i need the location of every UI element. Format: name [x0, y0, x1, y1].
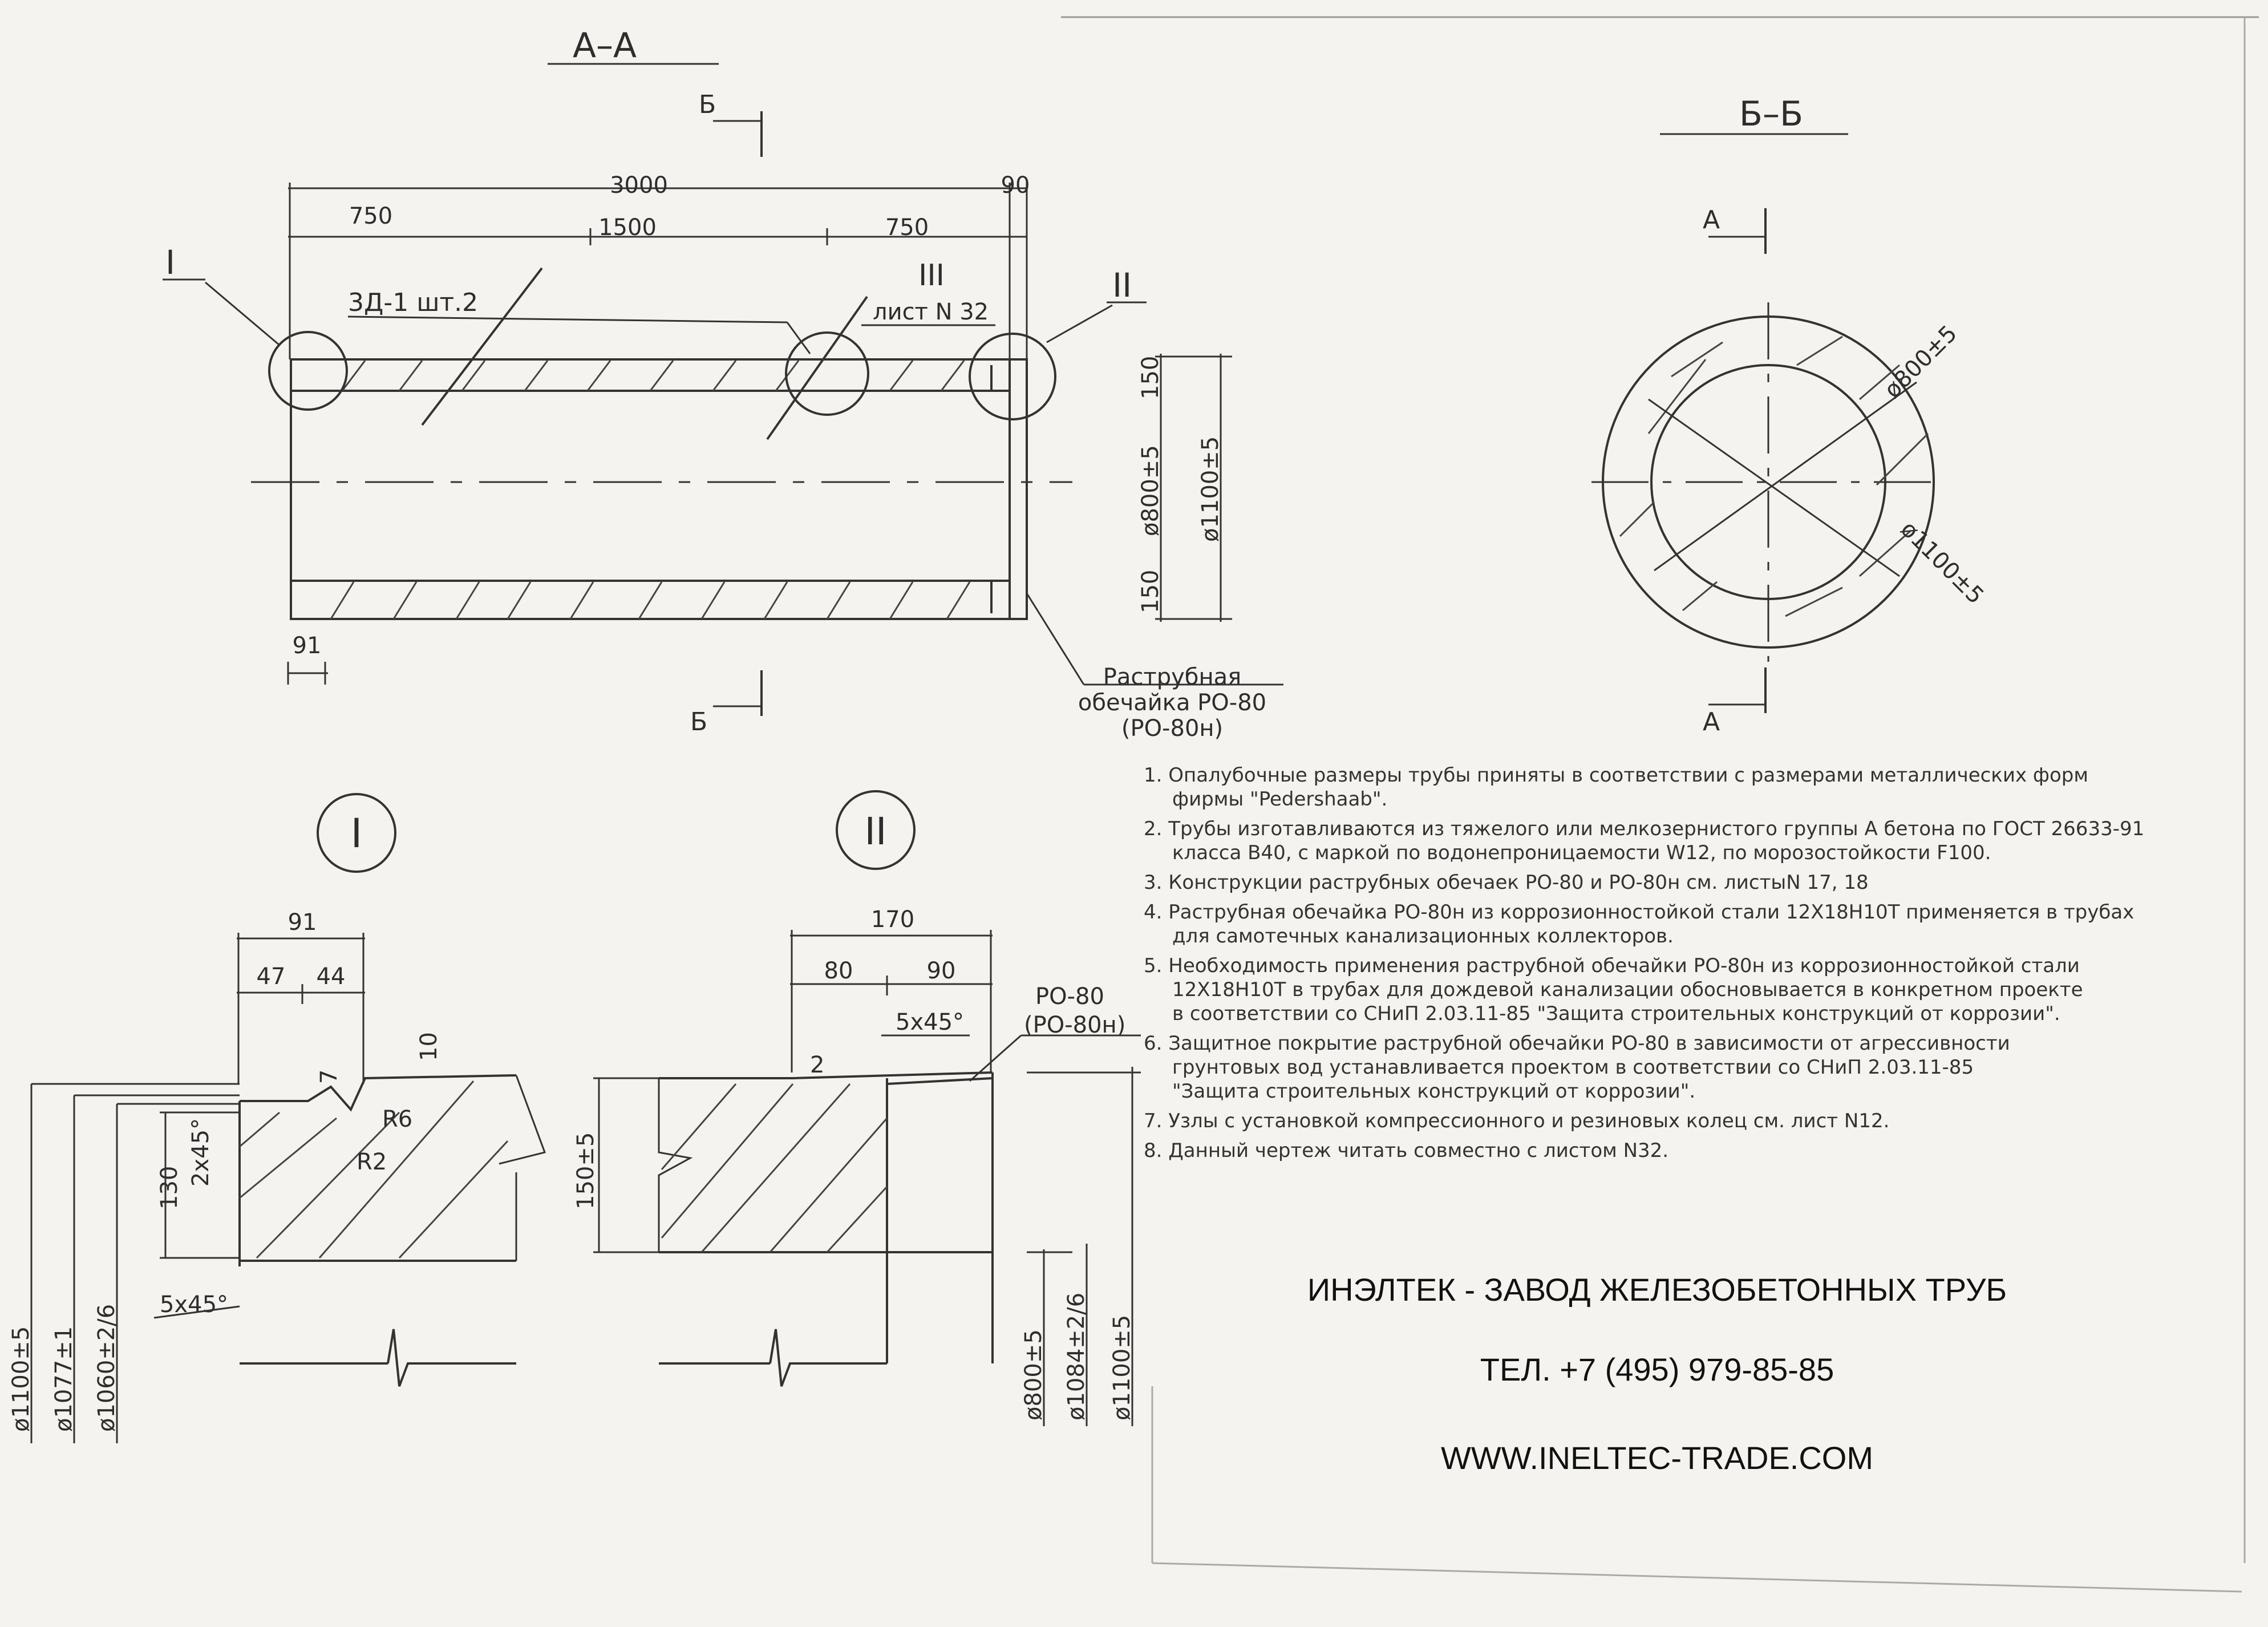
detail-ii-top-dims: 170 80 90: [790, 906, 993, 1072]
detail-ii-profile: [658, 1071, 994, 1387]
detail-i-small7: 7: [316, 1070, 342, 1084]
callouts-aa: I 3Д-1 шт.2 III лист N 32 II: [163, 243, 1147, 354]
detail-ii-chamfer: 5x45°: [896, 1009, 964, 1035]
detail-i-w2: 44: [317, 964, 346, 990]
detail-ii-small2: 2: [810, 1052, 824, 1078]
detail-ii-diameters: ø800±5 ø1084±2/6 ø1100±5: [1020, 1067, 1141, 1426]
pipe-cross-section: [1591, 302, 1945, 662]
dim-outer-diameter: ø1100±5: [1197, 436, 1224, 542]
company-website: WWW.INELTEC-TRADE.COM: [1441, 1440, 1873, 1476]
detail-i-d3: ø1060±2/6: [94, 1304, 120, 1432]
note-line: 6. Защитное покрытие раструбной обечайки…: [1144, 1032, 2010, 1055]
section-aa: А–А Б Б 3000 90 750 1500 750: [163, 26, 1283, 742]
bell-label: Раструбная обечайка РО-80 (РО-80н): [1026, 593, 1283, 742]
section-aa-title: А–А: [573, 26, 637, 66]
dim-inner-diameter: ø800±5: [1137, 445, 1164, 536]
detail-i-r6: R6: [382, 1106, 412, 1132]
note-line: в соответствии со СНиП 2.03.11-85 "Защит…: [1172, 1002, 2060, 1025]
cut-mark-bottom: Б: [690, 670, 763, 736]
note-line: 2. Трубы изготавливаются из тяжелого или…: [1144, 817, 2144, 840]
dim-bottom-offset-group: 91: [287, 633, 328, 685]
detail-i-top-dims: 91 47 44: [237, 909, 365, 1084]
note-line: 4. Раструбная обечайка РО-80н из коррози…: [1144, 901, 2134, 924]
note-line: "Защита строительных конструкций от корр…: [1172, 1080, 1695, 1103]
note-line: фирмы "Pedershaab".: [1172, 788, 1387, 811]
detail-i-d2: ø1077±1: [51, 1326, 77, 1432]
detail-ii-circle: [969, 333, 1056, 420]
company-phone: ТЕЛ. +7 (495) 979-85-85: [1480, 1351, 1834, 1387]
note-line: 8. Данный чертеж читать совместно с лист…: [1144, 1139, 1668, 1162]
detail-i-small10: 10: [416, 1032, 442, 1061]
detail-i-diameters: ø1100±5 ø1077±1 ø1060±2/6: [8, 1083, 240, 1443]
detail-ii-title: II: [865, 810, 887, 853]
detail-i-labels: R6 R2 7 10 2x45° 130 5x45°: [153, 1032, 442, 1319]
dim-end-gap: 90: [1001, 172, 1030, 199]
callout-node-iii: III: [918, 258, 945, 293]
detail-ii-d2: ø1084±2/6: [1063, 1293, 1090, 1420]
detail-i-height: 130: [156, 1166, 183, 1209]
detail-ii-d1: ø800±5: [1020, 1329, 1047, 1420]
cut-mark-label: Б: [690, 707, 707, 736]
general-notes: 1. Опалубочные размеры трубы приняты в с…: [1144, 764, 2144, 1162]
detail-ii-ring-alt: (РО-80н): [1024, 1012, 1125, 1038]
bell-label-line-3: (РО-80н): [1121, 715, 1223, 742]
callout-node-i: I: [165, 243, 175, 282]
dim-right-part: 750: [885, 214, 929, 241]
callout-node-ii: II: [1112, 266, 1132, 305]
callout-node-iii-ref: лист N 32: [873, 299, 989, 325]
dim-total-length: 3000: [610, 172, 668, 199]
note-line: 7. Узлы с установкой компрессионного и р…: [1144, 1110, 1889, 1132]
cut-mark-label: А: [1703, 707, 1720, 736]
detail-ii-d3: ø1100±5: [1109, 1315, 1135, 1420]
detail-i-title: I: [351, 810, 363, 857]
detail-ii-labels: РО-80 (РО-80н) 5x45° 2 150±5: [573, 984, 1141, 1253]
cut-mark-a-bottom: А: [1703, 667, 1767, 736]
note-line: класса В40, с маркой по водонепроницаемо…: [1172, 841, 1991, 864]
bell-label-line-2: обечайка РО-80: [1078, 690, 1266, 716]
detail-ii-ring: РО-80: [1035, 984, 1104, 1010]
pipe-longitudinal-section: [251, 267, 1072, 620]
detail-i: I 91 47 44: [8, 793, 546, 1443]
detail-ii-width: 170: [871, 906, 914, 933]
detail-ii: II 170 80 90: [573, 790, 1141, 1426]
detail-iii-circle: [785, 331, 869, 416]
cut-mark-label: А: [1703, 205, 1720, 234]
note-line: 1. Опалубочные размеры трубы приняты в с…: [1144, 764, 2088, 787]
wall-and-diameter-dims: 150 ø800±5 ø1100±5 150: [1137, 354, 1232, 622]
detail-ii-height: 150±5: [573, 1132, 599, 1209]
dim-middle-part: 1500: [598, 214, 657, 241]
detail-i-circle: [268, 331, 348, 411]
detail-i-d1: ø1100±5: [8, 1326, 34, 1432]
company-name: ИНЭЛТЕК - ЗАВОД ЖЕЛЕЗОБЕТОННЫХ ТРУБ: [1307, 1272, 2007, 1308]
section-bb-title: Б–Б: [1739, 94, 1803, 134]
cut-mark-label: Б: [699, 90, 716, 119]
detail-i-width: 91: [288, 909, 317, 936]
dim-wall-bottom: 150: [1137, 570, 1164, 613]
detail-i-profile: [238, 1074, 546, 1387]
company-banner: ИНЭЛТЕК - ЗАВОД ЖЕЛЕЗОБЕТОННЫХ ТРУБ ТЕЛ.…: [1307, 1272, 2007, 1476]
detail-i-chamfer-top: 2x45°: [188, 1118, 214, 1187]
detail-ii-w2: 90: [927, 958, 956, 984]
detail-ii-w1: 80: [824, 958, 853, 984]
dim-left-part: 750: [349, 203, 392, 229]
dim-bottom-offset: 91: [293, 633, 322, 659]
note-line: для самотечных канализационных коллектор…: [1172, 925, 1674, 948]
callout-embedded-part: 3Д-1 шт.2: [348, 288, 478, 317]
cut-mark-a-top: А: [1703, 205, 1767, 254]
dimension-lines-aa: 3000 90 750 1500 750: [288, 172, 1030, 359]
note-line: 3. Конструкции раструбных обечаек РО-80 …: [1144, 871, 1869, 894]
cut-mark-top: Б: [699, 90, 763, 157]
detail-i-w1: 47: [257, 964, 286, 990]
bell-label-line-1: Раструбная: [1103, 664, 1241, 690]
detail-i-chamfer-bottom: 5x45°: [160, 1292, 228, 1318]
dim-wall-top: 150: [1137, 356, 1164, 399]
note-line: 12Х18Н10Т в трубах для дождевой канализа…: [1172, 978, 2083, 1001]
note-line: грунтовых вод устанавливается проектом в…: [1172, 1056, 1974, 1079]
note-line: 5. Необходимость применения раструбной о…: [1144, 954, 2080, 977]
detail-i-r2: R2: [357, 1149, 387, 1175]
